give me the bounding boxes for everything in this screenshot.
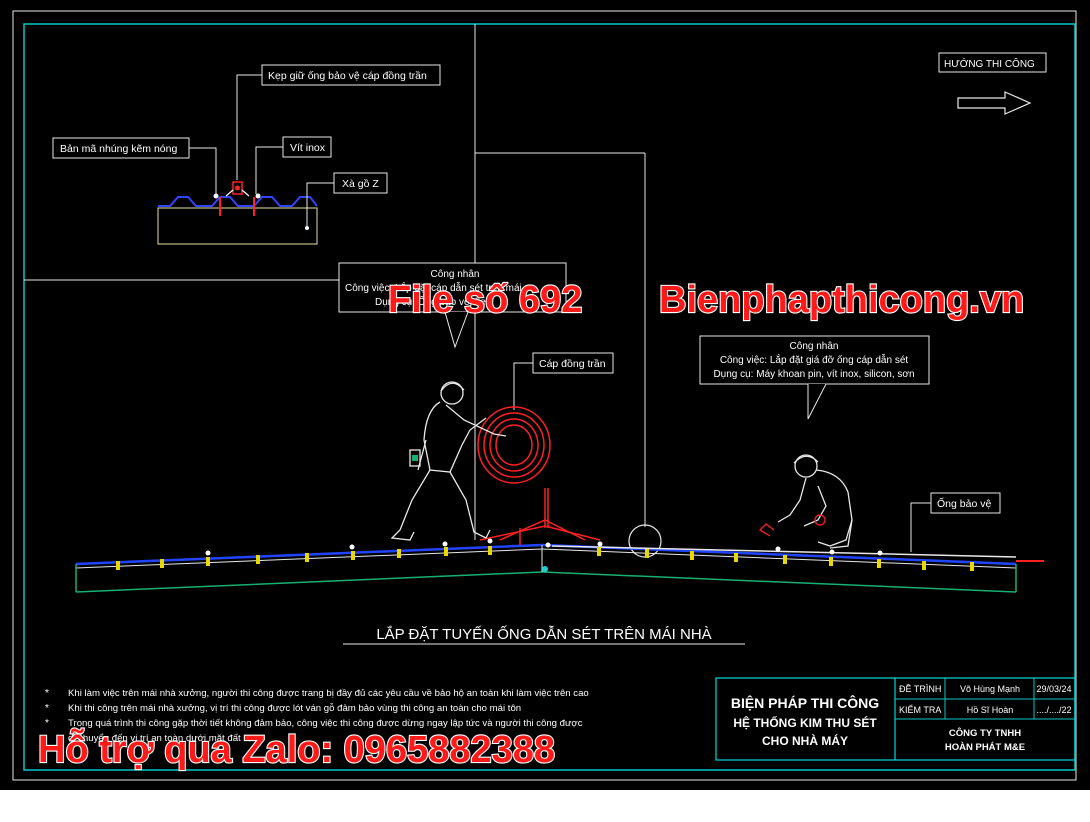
tb-company1: CÔNG TY TNHH [949, 727, 1021, 739]
detail-section [157, 181, 318, 245]
svg-text:*: * [45, 703, 49, 714]
worker1-line2: Dụng cụ: Ống bảo vệ, kẹp [375, 294, 492, 308]
drawing-frame [23, 23, 1076, 771]
watermark-site: Bienphapthicong.vn [659, 279, 1024, 321]
callout-vit-inox-text: Vít inox [290, 142, 326, 154]
worker2-title: Công nhân [790, 341, 839, 352]
cad-drawing: Kẹp giữ ống bảo vệ cáp đồng trần Bản mã … [12, 10, 1077, 781]
tb-kiem-tra-label: KIỂM TRA [899, 704, 941, 715]
drawing-main-title: LẮP ĐẶT TUYẾN ỐNG DẪN SÉT TRÊN MÁI NHÀ [343, 625, 745, 645]
main-title-text: LẮP ĐẶT TUYẾN ỐNG DẪN SÉT TRÊN MÁI NHÀ [376, 625, 711, 643]
callout-ban-ma: Bản mã nhúng kẽm nóng [52, 137, 217, 194]
callout-kep-giu-text: Kẹp giữ ống bảo vệ cáp đồng trần [268, 70, 427, 82]
worker2-figure [758, 454, 853, 549]
roof-brackets [205, 538, 883, 556]
notes-list: * Khi làm việc trên mái nhà xưởng, người… [45, 688, 589, 744]
callout-ong-bao-ve-text: Ống bảo vệ [937, 496, 991, 510]
cad-canvas: Kẹp giữ ống bảo vệ cáp đồng trần Bản mã … [0, 0, 1090, 790]
tb-line1: BIỆN PHÁP THI CÔNG [731, 694, 879, 711]
tb-line3: CHO NHÀ MÁY [762, 733, 848, 748]
worker2-line2: Dụng cụ: Máy khoan pin, vít inox, silico… [713, 369, 914, 380]
callout-xa-go-text: Xà gồ Z [342, 178, 379, 190]
arrow-right-icon [957, 91, 1032, 115]
callout-kep-giu: Kẹp giữ ống bảo vệ cáp đồng trần [236, 64, 441, 180]
roof-profile [75, 543, 1044, 593]
note-3: Trong quá trình thi công gặp thời tiết k… [68, 718, 583, 729]
worker2-line1: Công việc: Lắp đặt giá đỡ ống cáp dẫn sé… [720, 353, 909, 366]
title-block: BIỆN PHÁP THI CÔNG HỆ THỐNG KIM THU SÉT … [715, 677, 1076, 761]
tb-de-trinh-date: 29/03/24 [1036, 684, 1071, 694]
callout-cap-dong: Cáp đồng trần [513, 352, 614, 410]
callout-ban-ma-text: Bản mã nhúng kẽm nóng [60, 143, 177, 155]
callout-ong-bao-ve: Ống bảo vệ [910, 492, 1001, 552]
worker2-note: Công nhân Công việc: Lắp đặt giá đỡ ống … [699, 335, 930, 420]
worker1-title: Công nhân [431, 269, 480, 280]
tb-de-trinh-label: ĐỀ TRÌNH [899, 684, 941, 694]
note-2: Khi thi công trên mái nhà xưởng, vị trí … [68, 703, 521, 714]
tb-company2: HOÀN PHÁT M&E [945, 742, 1025, 753]
worker1-figure [390, 381, 507, 541]
tb-kiem-tra-name: Hồ Sĩ Hoàn [967, 705, 1014, 715]
direction-text: HƯỚNG THI CÔNG [944, 57, 1035, 70]
direction-of-work: HƯỚNG THI CÔNG [938, 52, 1047, 115]
outer-border [12, 10, 1077, 781]
callout-vit-inox: Vít inox [255, 136, 332, 194]
callout-cap-dong-text: Cáp đồng trần [539, 358, 606, 370]
tb-kiem-tra-date: ..../..../22 [1036, 705, 1071, 715]
tb-line2: HỆ THỐNG KIM THU SÉT [733, 715, 877, 730]
svg-text:*: * [45, 718, 49, 729]
watermark-zalo: Hỗ trợ qua Zalo: 0965882388 [38, 727, 555, 771]
note-1: Khi làm việc trên mái nhà xưởng, người t… [68, 688, 589, 699]
roof-clamps [116, 546, 974, 571]
worker1-line1: Công việc: Lắp đặt cáp dẫn sét trên mái [345, 281, 522, 294]
svg-text:*: * [45, 688, 49, 699]
cable-reel [477, 406, 601, 545]
callout-xa-go: Xà gồ Z [306, 172, 388, 226]
tb-de-trinh-name: Võ Hùng Mạnh [960, 684, 1020, 694]
watermark-file: File số 692 [388, 279, 582, 321]
worker1-note: Công nhân Công việc: Lắp đặt cáp dẫn sét… [338, 262, 567, 349]
note-4: di chuyển đến vị trí an toàn dưới mặt đấ… [68, 733, 241, 744]
